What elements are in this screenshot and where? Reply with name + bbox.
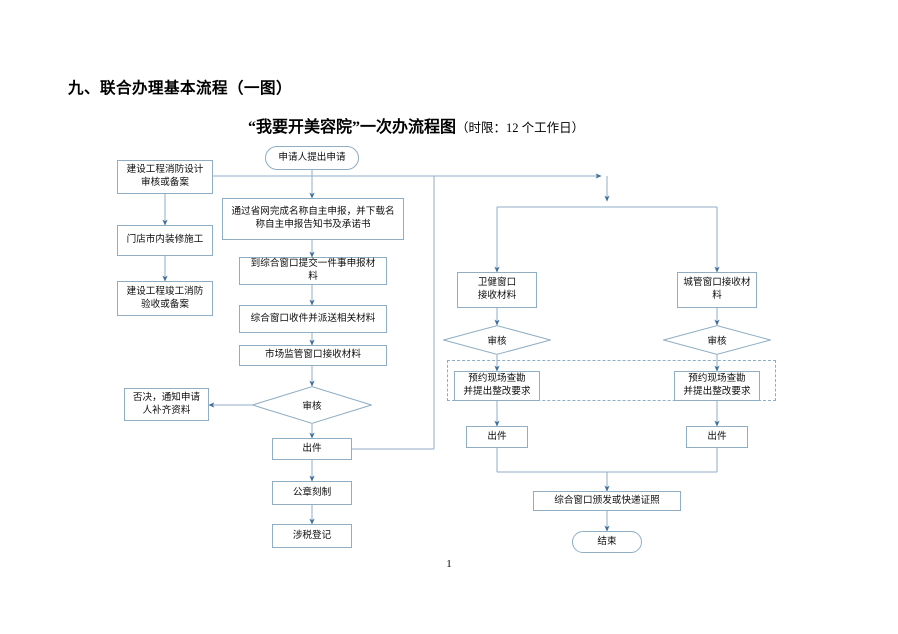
page-subtitle: “我要开美容院”一次办流程图（时限：12 个工作日）	[248, 113, 584, 137]
node-issue-documents-urban[interactable]: 出件	[686, 426, 748, 448]
node-applicant-submits[interactable]: 申请人提出申请	[265, 146, 359, 170]
onsite-survey-group	[447, 360, 776, 401]
page-heading: 九、联合办理基本流程（一图）	[68, 80, 293, 97]
node-health-window-receive[interactable]: 卫健窗口接收材料	[457, 272, 537, 308]
diamond-shape	[663, 325, 771, 355]
node-urban-window-receive[interactable]: 城管窗口接收材料	[677, 272, 757, 308]
page-number: 1	[446, 558, 452, 570]
node-fire-acceptance[interactable]: 建设工程竣工消防验收或备案	[117, 281, 213, 316]
node-review-health[interactable]: 审核	[443, 325, 551, 355]
subtitle-time-limit: （时限：12 个工作日）	[456, 121, 585, 135]
node-submit-one-thing-materials[interactable]: 到综合窗口提交一件事申报材料	[239, 257, 387, 285]
node-seal-engraving[interactable]: 公章刻制	[272, 481, 352, 505]
node-issue-documents-health[interactable]: 出件	[466, 426, 528, 448]
node-onsite-survey-urban[interactable]: 预约现场查勘并提出整改要求	[674, 371, 760, 401]
node-review-urban-label: 审核	[707, 336, 727, 347]
node-store-decoration[interactable]: 门店市内装修施工	[117, 225, 213, 256]
node-tax-registration[interactable]: 涉税登记	[272, 524, 352, 548]
node-review-urban[interactable]: 审核	[663, 325, 771, 355]
node-onsite-survey-health[interactable]: 预约现场查勘并提出整改要求	[454, 371, 540, 401]
node-window-receive-and-dispatch[interactable]: 综合窗口收件并派送相关材料	[239, 305, 387, 333]
node-issue-documents-center[interactable]: 出件	[272, 438, 352, 460]
node-review-health-label: 审核	[487, 336, 507, 347]
node-issue-or-courier-license[interactable]: 综合窗口颁发或快递证照	[533, 491, 681, 511]
node-review-market-label: 审核	[302, 401, 322, 412]
node-end[interactable]: 结束	[572, 531, 642, 553]
subtitle-main: “我要开美容院”一次办流程图	[248, 119, 457, 136]
node-reject-notice[interactable]: 否决，通知申请人补齐资料	[124, 388, 209, 421]
node-review-market[interactable]: 审核	[252, 386, 372, 424]
node-fire-design-review[interactable]: 建设工程消防设计审核或备案	[117, 160, 213, 194]
node-name-self-declaration[interactable]: 通过省网完成名称自主申报，并下载名称自主申报告知书及承诺书	[222, 198, 404, 240]
node-market-window-receive[interactable]: 市场监管窗口接收材料	[239, 345, 387, 366]
diamond-shape	[443, 325, 551, 355]
diamond-shape	[252, 386, 372, 424]
